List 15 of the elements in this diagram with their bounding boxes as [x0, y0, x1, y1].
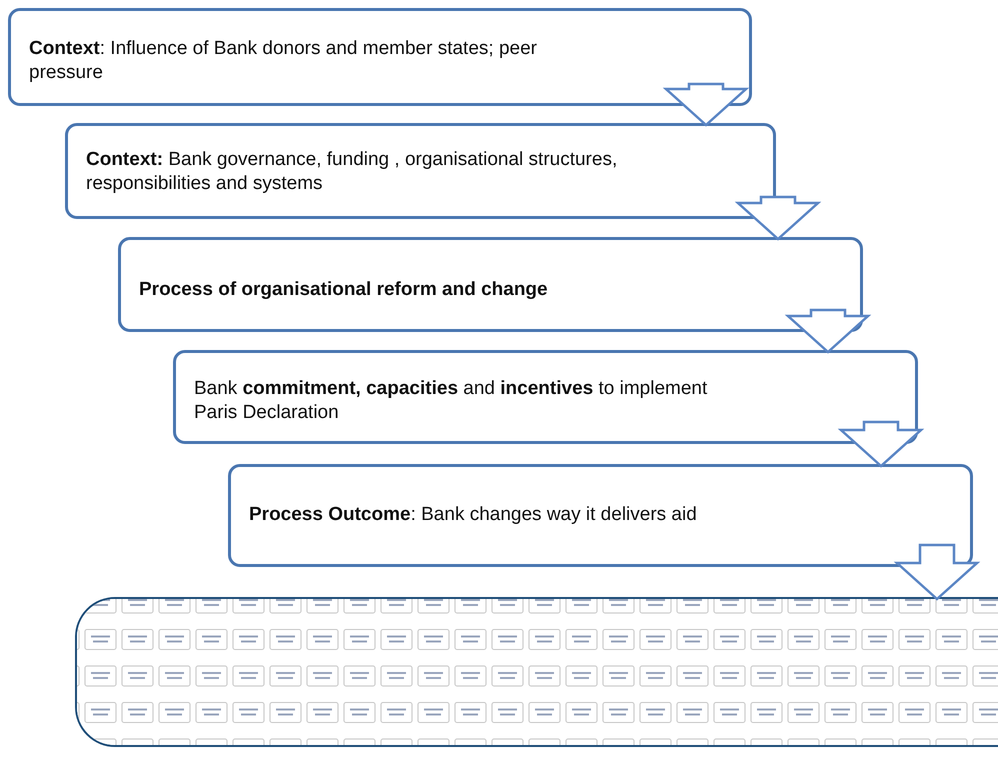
- process-box: [8, 8, 752, 106]
- block-arrow: [894, 544, 980, 601]
- box-text: Process of organisational reform and change: [139, 278, 549, 302]
- process-box: [118, 237, 863, 332]
- box-text: Bank commitment, capacities and incentives to implement Paris Declaration: [194, 377, 708, 425]
- process-box: [228, 464, 973, 567]
- block-arrow: [662, 82, 750, 127]
- box-text: Context: Bank governance, funding , organisational structures, responsibilities and systems: [86, 148, 618, 196]
- box-text: Process Outcome: Bank changes way it delivers aid: [249, 503, 698, 527]
- block-arrow: [838, 420, 924, 468]
- block-arrow: [734, 196, 822, 241]
- process-box: [65, 123, 776, 219]
- block-arrow: [784, 308, 872, 354]
- process-box: [173, 350, 918, 444]
- box-text: Context: Influence of Bank donors and member states; peer pressure: [29, 37, 538, 85]
